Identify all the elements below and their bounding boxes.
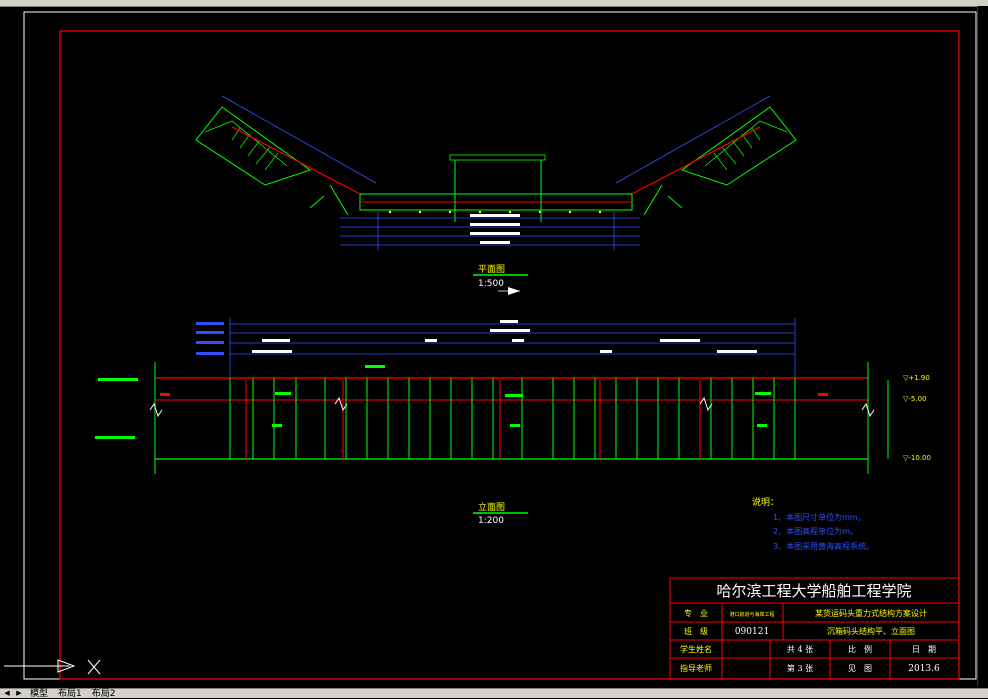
class-label: 班 级 <box>684 626 708 636</box>
elevation-view-title: 立面图 <box>478 501 505 513</box>
next-tab-button[interactable]: ▶ <box>16 689 22 697</box>
tab-layout2[interactable]: 布局2 <box>91 689 116 699</box>
title-block: 哈尔滨工程大学船舶工程学院 专 业 港口航道与海岸工程 某货运码头重力式结构方案… <box>669 577 960 680</box>
tab-model[interactable]: 模型 <box>30 689 49 699</box>
elevation-mark-mid: ▽-5.00 <box>903 395 927 403</box>
note-item: 1、本图尺寸单位为mm。 <box>773 512 866 522</box>
plan-view-label: 平面图 1:500 <box>473 264 528 289</box>
scale-value: 见 图 <box>848 664 872 673</box>
ucs-icon <box>4 659 101 675</box>
vertical-scrollbar[interactable] <box>977 6 988 686</box>
notes-heading: 说明： <box>752 496 779 508</box>
plan-view-scale: 1:500 <box>478 279 504 289</box>
date-value: 2013.6 <box>908 664 940 674</box>
note-item: 2、本图高程单位为m。 <box>773 526 858 536</box>
elevation-mark-bottom: ▽-10.00 <box>903 454 931 462</box>
date-label: 日 期 <box>912 645 936 654</box>
elevation-mark-top: ▽+1.90 <box>903 374 930 382</box>
plan-view-drawing <box>195 95 797 295</box>
student-label: 学生姓名 <box>680 644 712 654</box>
toolbar-strip <box>0 0 988 7</box>
class-value: 090121 <box>735 627 769 637</box>
layout-tab-bar: ◀ ▶ 模型 布局1 布局2 <box>0 688 988 699</box>
outer-border <box>23 11 977 680</box>
elevation-view-scale: 1:200 <box>478 516 504 526</box>
advisor-label: 指导老师 <box>680 663 712 673</box>
first-tab-button[interactable]: ◀ <box>4 689 10 697</box>
total-sheets: 共 4 张 <box>787 645 813 654</box>
elevation-view-label: 立面图 1:200 <box>473 501 528 526</box>
project-title: 某货运码头重力式结构方案设计 <box>815 608 927 618</box>
sheet-title: 沉箱码头结构平、立面图 <box>827 626 915 636</box>
note-item: 3、本图采用黄海高程系统。 <box>773 541 874 551</box>
elevation-marks: ▽+1.90 ▽-5.00 ▽-10.00 <box>903 374 931 462</box>
major-label: 专 业 <box>684 608 708 618</box>
scale-label: 比 例 <box>848 644 872 654</box>
tab-layout1[interactable]: 布局1 <box>58 689 82 699</box>
major-value: 港口航道与海岸工程 <box>729 611 774 618</box>
plan-view-title: 平面图 <box>478 264 505 275</box>
drawing-frame <box>59 30 960 680</box>
elevation-view-drawing <box>95 318 889 474</box>
institute-name: 哈尔滨工程大学船舶工程学院 <box>716 582 911 600</box>
notes-block: 说明： 1、本图尺寸单位为mm。 2、本图高程单位为m。 3、本图采用黄海高程系… <box>752 496 874 551</box>
sheet-number: 第 3 张 <box>787 663 813 673</box>
